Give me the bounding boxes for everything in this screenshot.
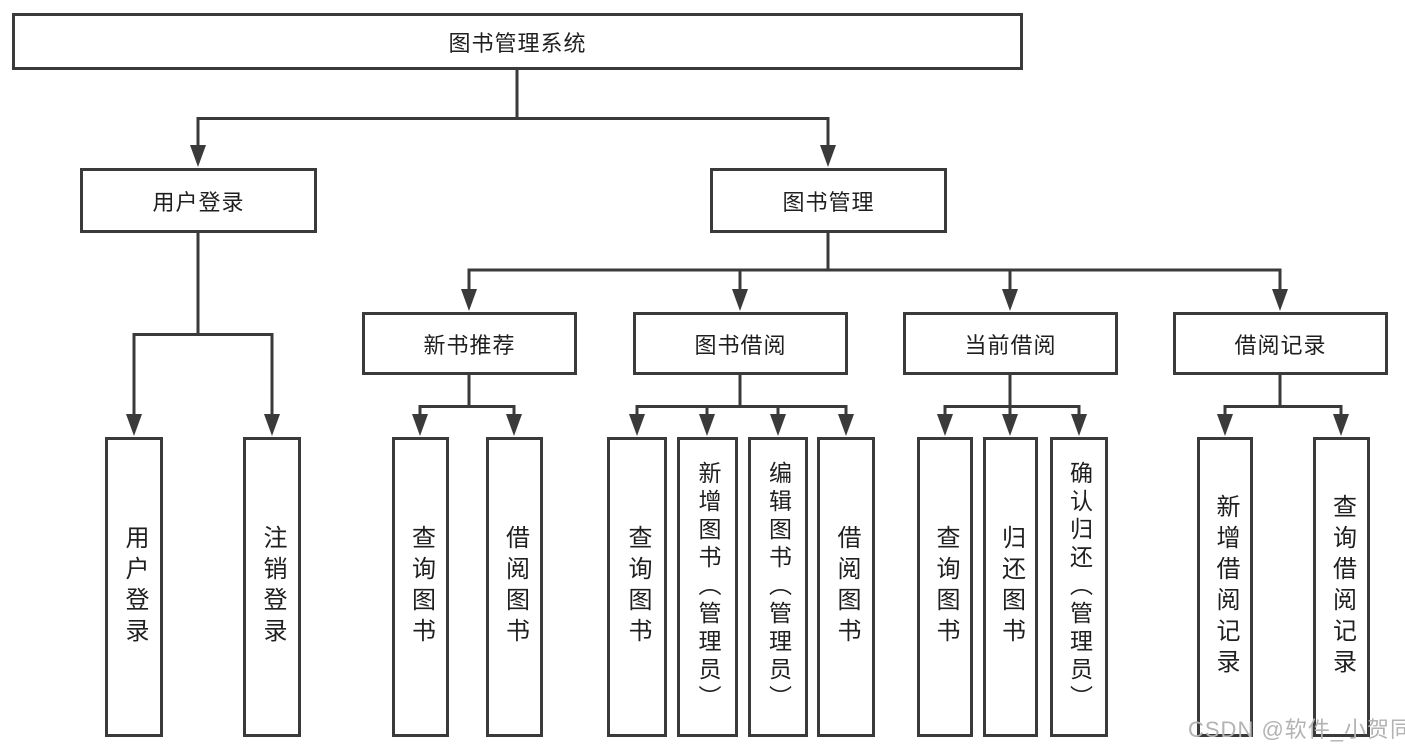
node-user-login-branch: 用户登录 <box>80 168 317 233</box>
leaf-query-book-current: 查询图书 <box>917 437 973 737</box>
leaf-label: 注销登录 <box>259 525 286 649</box>
connector-newbook-children <box>412 375 522 436</box>
node-book-borrow: 图书借阅 <box>633 312 848 375</box>
leaf-label: 借阅图书 <box>833 525 860 649</box>
node-current-borrow: 当前借阅 <box>903 312 1118 375</box>
node-new-book-recommend: 新书推荐 <box>362 312 577 375</box>
node-label: 新书推荐 <box>423 332 516 358</box>
leaf-label: 新增借阅记录 <box>1212 494 1239 680</box>
leaf-label: 借阅图书 <box>501 525 529 649</box>
leaf-logout: 注销登录 <box>243 437 301 737</box>
node-label: 用户登录 <box>152 189 245 215</box>
connector-root-to-level2 <box>190 70 836 167</box>
leaf-borrow-book: 借阅图书 <box>817 437 875 737</box>
leaf-label: 新增图书（管理员） <box>695 461 721 713</box>
leaf-return-book: 归还图书 <box>983 437 1038 737</box>
connector-bookmgmt-to-level3 <box>461 233 1288 311</box>
csdn-watermark: CSDN @软件_小贺同学 <box>1188 717 1405 742</box>
leaf-user-login: 用户登录 <box>105 437 163 737</box>
node-label: 图书管理 <box>782 189 875 215</box>
node-root-label: 图书管理系统 <box>448 30 587 56</box>
leaf-borrow-book-recommend: 借阅图书 <box>486 437 543 737</box>
leaf-query-borrow-record: 查询借阅记录 <box>1313 437 1370 737</box>
node-label: 图书借阅 <box>694 332 787 358</box>
connector-records-children <box>1217 375 1349 436</box>
leaf-query-book-recommend: 查询图书 <box>392 437 449 737</box>
leaf-confirm-return-admin: 确认归还（管理员） <box>1050 437 1108 737</box>
leaf-label: 查询图书 <box>407 525 435 649</box>
leaf-label: 查询图书 <box>932 525 959 649</box>
connector-userlogin-children <box>126 233 280 436</box>
node-root-system: 图书管理系统 <box>12 13 1023 70</box>
leaf-edit-book-admin: 编辑图书（管理员） <box>748 437 808 737</box>
leaf-add-book-admin: 新增图书（管理员） <box>677 437 738 737</box>
node-book-management-branch: 图书管理 <box>710 168 947 233</box>
leaf-label: 用户登录 <box>121 525 148 649</box>
node-label: 借阅记录 <box>1234 332 1327 358</box>
leaf-add-borrow-record: 新增借阅记录 <box>1197 437 1253 737</box>
leaf-label: 确认归还（管理员） <box>1066 461 1093 713</box>
node-label: 当前借阅 <box>964 332 1057 358</box>
leaf-label: 归还图书 <box>997 525 1025 649</box>
leaf-label: 查询借阅记录 <box>1328 494 1356 680</box>
leaf-label: 编辑图书（管理员） <box>765 461 792 713</box>
node-borrow-records: 借阅记录 <box>1173 312 1388 375</box>
connector-current-children <box>937 375 1087 436</box>
connector-borrow-children <box>629 375 854 436</box>
leaf-label: 查询图书 <box>624 525 651 649</box>
leaf-query-book-borrow: 查询图书 <box>607 437 667 737</box>
